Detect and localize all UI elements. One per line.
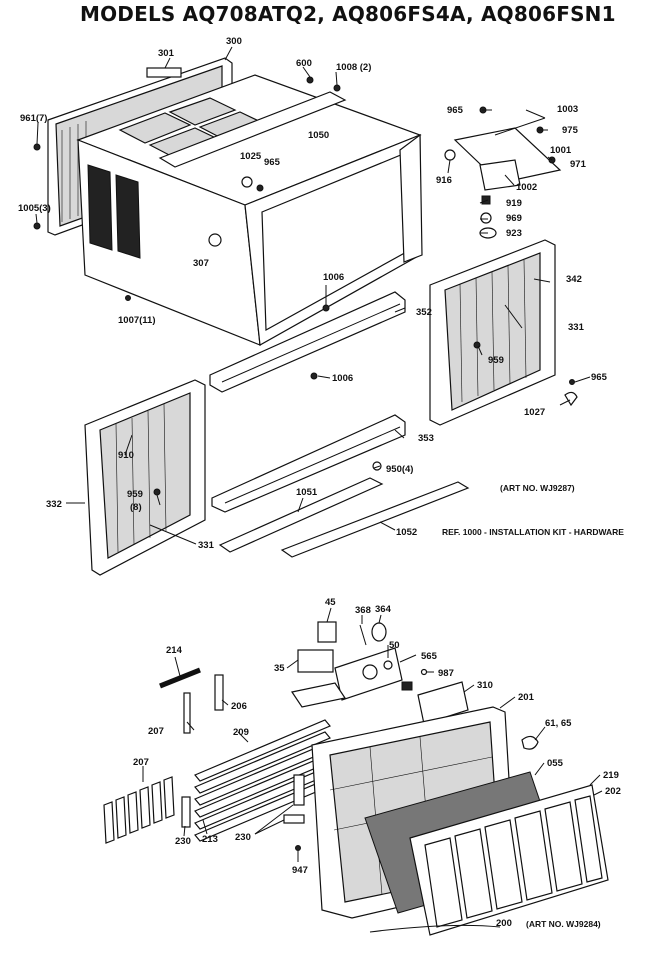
label-219: 219: [603, 770, 619, 781]
label-923: 923: [506, 228, 522, 239]
side-curtain-right: [429, 239, 578, 426]
label-8: (8): [130, 502, 142, 513]
louver-parts: [103, 667, 331, 851]
label-213: 213: [202, 834, 218, 845]
label-209: 209: [233, 727, 249, 738]
rails: [209, 291, 470, 558]
label-1007: 1007(11): [118, 315, 156, 326]
label-947: 947: [292, 865, 308, 876]
label-961: 961(7): [20, 113, 47, 124]
label-965-c: 965: [591, 372, 608, 383]
label-214: 214: [166, 645, 183, 656]
label-1002: 1002: [516, 182, 537, 193]
label-965-b: 965: [447, 105, 464, 116]
label-1003: 1003: [557, 104, 578, 115]
label-201: 201: [518, 692, 535, 703]
label-1006-a: 1006: [323, 272, 344, 283]
label-969: 969: [506, 213, 522, 224]
label-35: 35: [274, 663, 285, 674]
label-1005: 1005(3): [18, 203, 51, 214]
label-950: 950(4): [386, 464, 413, 475]
side-curtain-left: [84, 379, 206, 576]
label-1008: 1008 (2): [336, 62, 371, 73]
mounting-bracket: [444, 106, 562, 239]
control-components: [291, 621, 469, 725]
label-971: 971: [570, 159, 587, 170]
label-1027: 1027: [524, 407, 545, 418]
diagram-title: MODELS AQ708ATQ2, AQ806FS4A, AQ806FSN1: [80, 2, 616, 26]
label-910: 910: [118, 450, 134, 461]
label-331-a: 331: [568, 322, 585, 333]
label-1025: 1025: [240, 151, 262, 162]
label-353: 353: [418, 433, 434, 444]
label-055: 055: [547, 758, 564, 769]
label-916: 916: [436, 175, 452, 186]
label-975: 975: [562, 125, 579, 136]
label-600: 600: [296, 58, 312, 69]
label-1001: 1001: [550, 145, 572, 156]
front-grille-assembly: [311, 706, 609, 936]
label-565: 565: [421, 651, 438, 662]
label-207-b: 207: [133, 757, 149, 768]
part-labels: 301 300 600 1008 (2) 1050 961(7) 1005(3)…: [18, 36, 621, 929]
label-1052: 1052: [396, 527, 417, 538]
cabinet-assembly: [33, 57, 423, 346]
label-331-b: 331: [198, 540, 215, 551]
label-50: 50: [389, 640, 400, 651]
label-300: 300: [226, 36, 242, 47]
label-202: 202: [605, 786, 621, 797]
label-61-65: 61, 65: [545, 718, 572, 729]
label-368: 368: [355, 605, 371, 616]
art-number-lower: (ART NO. WJ9284): [526, 919, 601, 929]
installation-kit-note: REF. 1000 - INSTALLATION KIT - HARDWARE: [442, 527, 624, 537]
label-230-a: 230: [175, 836, 191, 847]
art-number-upper: (ART NO. WJ9287): [500, 483, 575, 493]
leader-lines: [35, 46, 603, 933]
label-310: 310: [477, 680, 493, 691]
label-959-b: 959: [127, 489, 143, 500]
label-207-a: 207: [148, 726, 164, 737]
label-1050: 1050: [308, 130, 329, 141]
label-45: 45: [325, 597, 336, 608]
label-364: 364: [375, 604, 392, 615]
label-307: 307: [193, 258, 209, 269]
label-1006-b: 1006: [332, 373, 353, 384]
label-959-a: 959: [488, 355, 504, 366]
label-1051: 1051: [296, 487, 318, 498]
label-230-b: 230: [235, 832, 251, 843]
notes: (ART NO. WJ9287) REF. 1000 - INSTALLATIO…: [442, 483, 624, 929]
label-987: 987: [438, 668, 454, 679]
label-965-a: 965: [264, 157, 281, 168]
label-352: 352: [416, 307, 432, 318]
label-301: 301: [158, 48, 175, 59]
label-200: 200: [496, 918, 512, 929]
label-342: 342: [566, 274, 582, 285]
label-332: 332: [46, 499, 62, 510]
label-919: 919: [506, 198, 522, 209]
label-206: 206: [231, 701, 247, 712]
